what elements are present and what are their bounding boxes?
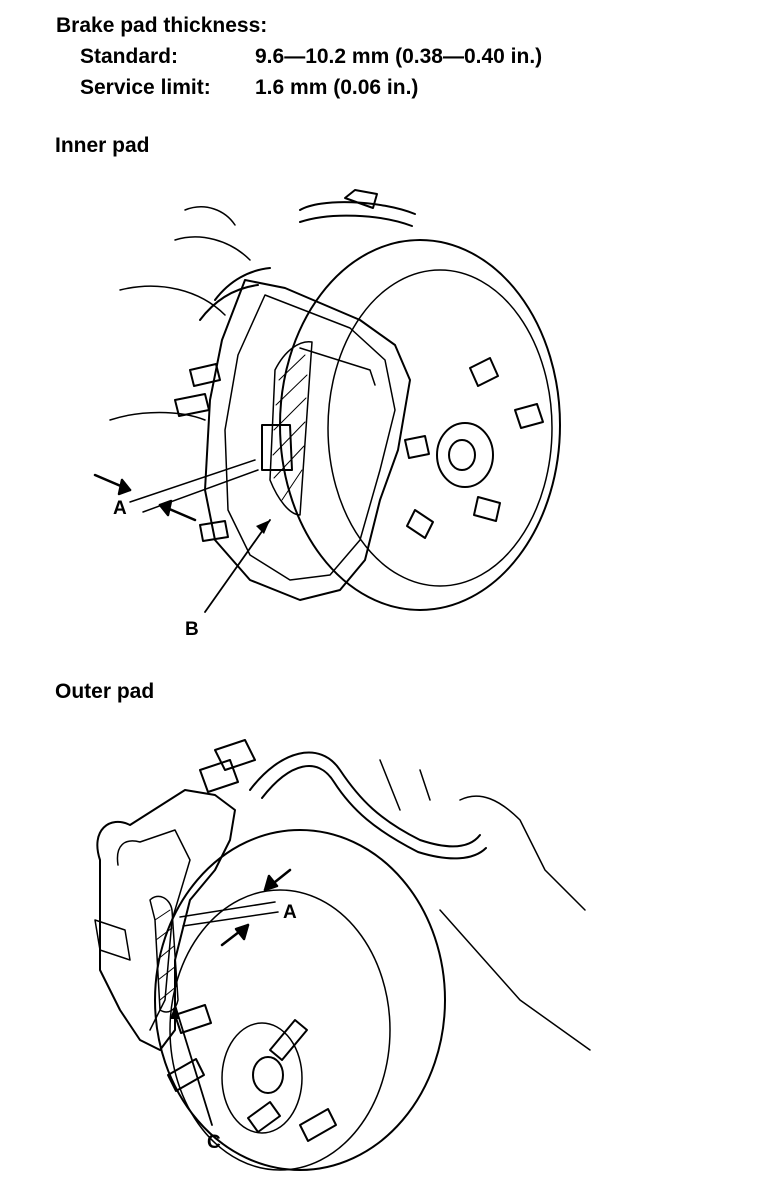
inner-pad-illustration: A B (93, 189, 561, 640)
outer-pad-lining (149, 895, 179, 1013)
standard-label: Standard: (80, 45, 179, 68)
caliper-body (96, 789, 236, 1051)
standard-row: Standard: 9.6—10.2 mm (0.38—0.40 in.) (80, 41, 542, 72)
inner-pad-lining (269, 341, 313, 516)
service-limit-row: Service limit: 1.6 mm (0.06 in.) (80, 72, 418, 103)
spec-title: Brake pad thickness: (56, 14, 268, 37)
measure-arrow-icon (220, 868, 292, 947)
outer-pad-heading: Outer pad (55, 680, 155, 703)
callout-a-outer: A (283, 902, 297, 923)
callout-c: C (207, 1132, 221, 1153)
service-limit-label: Service limit: (80, 76, 211, 99)
inner-pad-heading: Inner pad (55, 134, 150, 157)
outer-pad-illustration: A C (94, 739, 591, 1171)
wheel-stud-icon (404, 357, 544, 539)
standard-value: 9.6—10.2 mm (0.38—0.40 in.) (255, 45, 543, 68)
wheel-stud-icon (167, 1004, 337, 1142)
caliper-body (204, 279, 411, 601)
service-limit-value: 1.6 mm (0.06 in.) (255, 76, 419, 99)
callout-a-inner: A (113, 498, 127, 519)
callout-b: B (185, 619, 199, 640)
